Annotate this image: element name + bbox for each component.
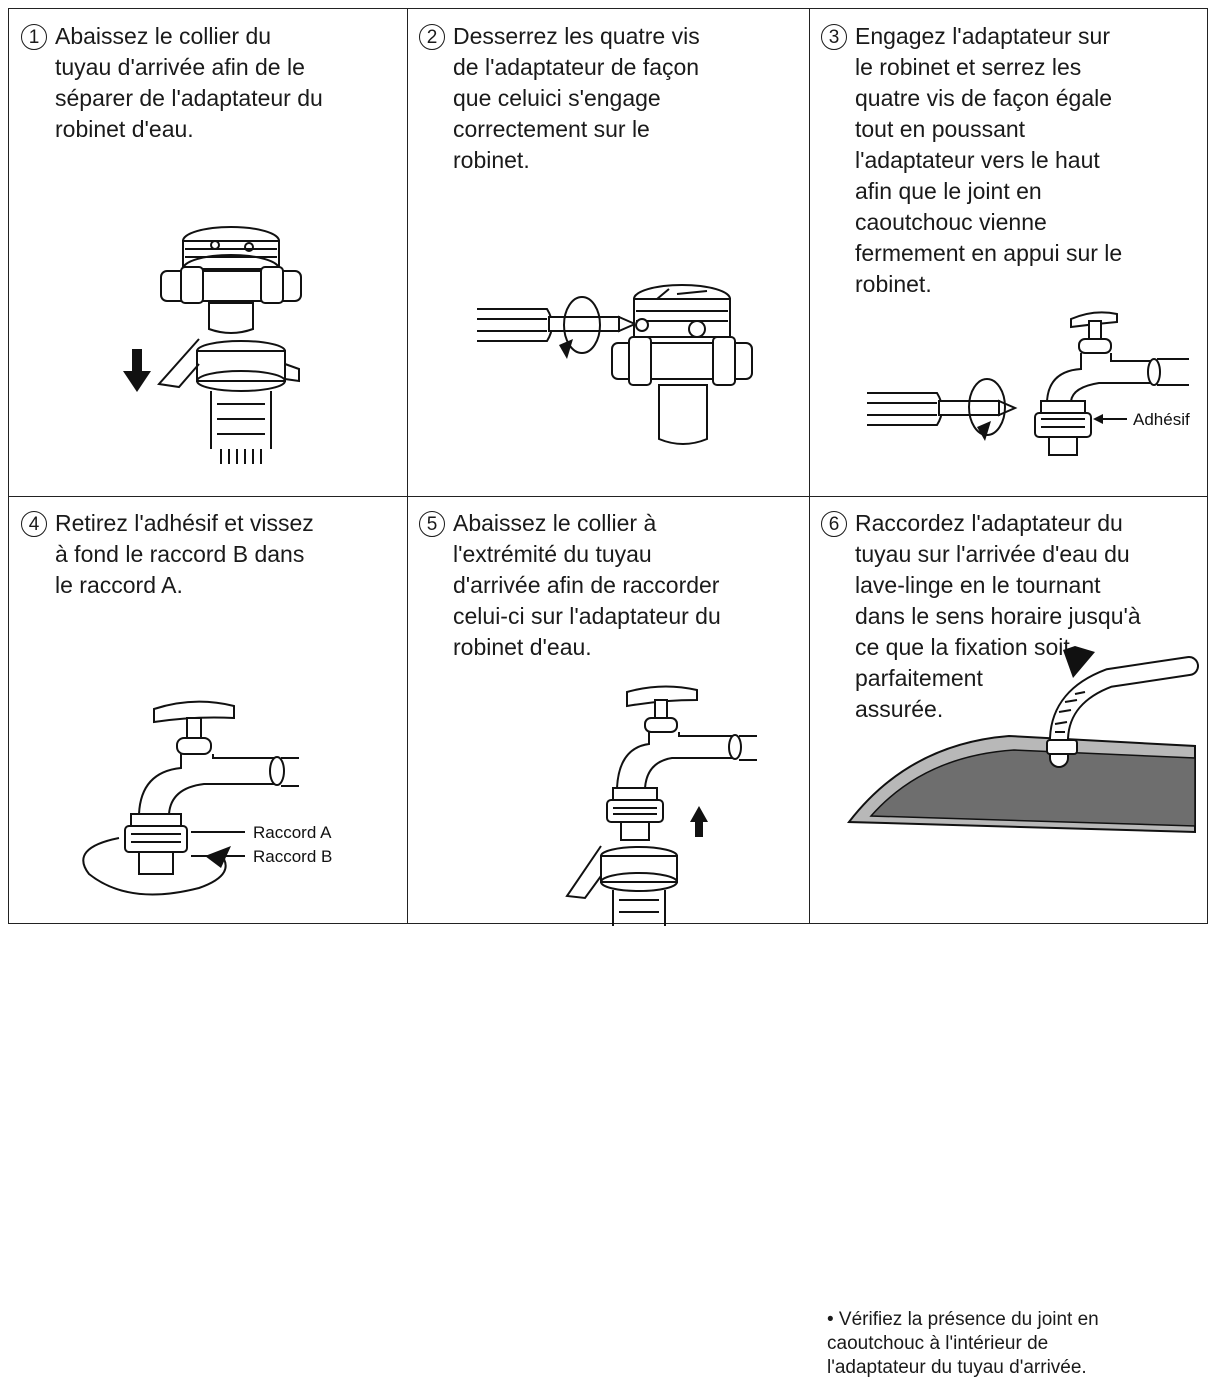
step-text: Engagez l'adaptateur sur le robinet et s… <box>855 23 1123 297</box>
rotate-arrow-icon <box>559 296 601 359</box>
up-arrow-icon <box>690 806 708 837</box>
down-arrow-icon <box>1063 646 1095 678</box>
step-1-panel: 1 Abaissez le collier du tuyau d'arrivée… <box>9 9 407 496</box>
step-number: 6 <box>821 511 847 537</box>
coupling-illustration: Raccord A Raccord B <box>82 700 332 896</box>
step-5-panel: 5 Abaissez le collier à l'extrémité du t… <box>407 496 809 926</box>
step-number: 5 <box>419 511 445 537</box>
column-divider <box>809 9 810 923</box>
collar-attach-illustration <box>565 685 757 926</box>
step-3-panel: 3 Engagez l'adaptateur sur le robinet et… <box>809 9 1209 496</box>
raccord-a-label: Raccord A <box>253 823 332 842</box>
down-arrow-icon <box>123 349 151 392</box>
adapter-illustration <box>123 226 302 464</box>
step-number: 1 <box>21 24 47 50</box>
step-number: 4 <box>21 511 47 537</box>
washer-inlet-illustration <box>847 646 1199 834</box>
step-2-panel: 2 Desserrez les quatre vis de l'adaptate… <box>407 9 809 496</box>
step-5: 5 Abaissez le collier à l'extrémité du t… <box>419 508 721 663</box>
rotate-arrow-icon <box>968 378 1006 441</box>
step-number: 2 <box>419 24 445 50</box>
column-divider <box>407 9 408 923</box>
step-text: Desserrez les quatre vis de l'adaptateur… <box>453 23 700 173</box>
faucet-adapter-illustration: Adhésif <box>867 311 1190 456</box>
step-text: Abaissez le collier du tuyau d'arrivée a… <box>55 23 323 142</box>
step-number: 3 <box>821 24 847 50</box>
step-6-panel: 6 Raccordez l'adaptateur du tuyau sur l'… <box>809 496 1209 1378</box>
rubber-seal-note: • Vérifiez la présence du joint en caout… <box>827 1309 1099 1378</box>
step-3: 3 Engagez l'adaptateur sur le robinet et… <box>821 21 1122 300</box>
screwdriver-adapter-illustration <box>477 284 753 445</box>
instruction-grid: 1 Abaissez le collier du tuyau d'arrivée… <box>8 8 1209 1378</box>
step-text: Retirez l'adhésif et vissez à fond le ra… <box>55 510 314 598</box>
raccord-b-label: Raccord B <box>253 847 332 866</box>
step-6: 6 Raccordez l'adaptateur du tuyau sur l'… <box>821 508 1141 725</box>
step-2: 2 Desserrez les quatre vis de l'adaptate… <box>419 21 700 176</box>
step-text: Raccordez l'adaptateur du tuyau sur l'ar… <box>855 510 1141 722</box>
row-divider <box>9 496 1207 497</box>
step-4-panel: 4 Retirez l'adhésif et vissez à fond le … <box>9 496 407 925</box>
step-4: 4 Retirez l'adhésif et vissez à fond le … <box>21 508 314 601</box>
adhesive-label: Adhésif <box>1133 410 1190 429</box>
step-1: 1 Abaissez le collier du tuyau d'arrivée… <box>21 21 323 145</box>
step-text: Abaissez le collier à l'extrémité du tuy… <box>453 510 721 660</box>
